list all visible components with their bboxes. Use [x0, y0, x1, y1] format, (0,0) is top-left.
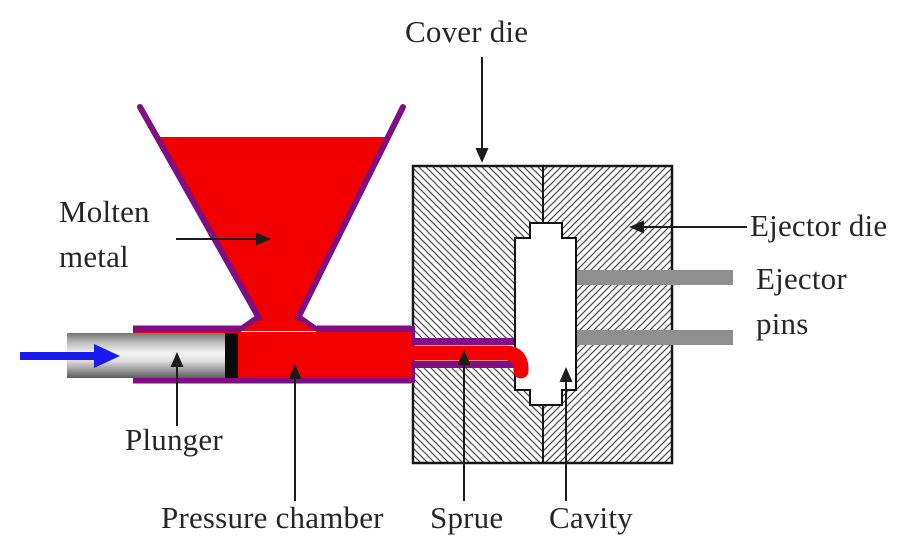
- sprue-wall-top: [413, 338, 514, 345]
- sprue-label: Sprue: [430, 500, 504, 535]
- cavity-label: Cavity: [549, 500, 633, 535]
- molten-metal-funnel-fill: [159, 137, 388, 331]
- molten-metal-label-line1: Molten: [59, 194, 150, 229]
- ejector-pins-label-line2: pins: [756, 306, 809, 341]
- funnel-wall-right: [295, 104, 406, 321]
- ejector-die-label: Ejector die: [750, 208, 888, 243]
- plunger-label: Plunger: [125, 422, 223, 457]
- molten-metal-label-line2: metal: [59, 239, 129, 274]
- ejector-pin-top: [577, 270, 733, 285]
- plunger-direction-arrow: [20, 344, 120, 368]
- cover-die-label: Cover die: [405, 14, 529, 49]
- sprue-melt: [399, 345, 529, 379]
- pressure-chamber-label: Pressure chamber: [161, 500, 384, 535]
- ejector-pins-label-line1: Ejector: [756, 261, 847, 296]
- ejector-pins-label: Ejector pins: [756, 256, 847, 346]
- plunger-tip: [225, 333, 238, 378]
- cavity-shape: [514, 222, 577, 406]
- funnel-flare-left: [236, 313, 262, 333]
- ejector-pin-bottom: [577, 330, 733, 345]
- molten-metal-label: Molten metal: [59, 189, 150, 279]
- funnel-wall-left: [137, 104, 262, 321]
- funnel-flare-right: [295, 313, 321, 333]
